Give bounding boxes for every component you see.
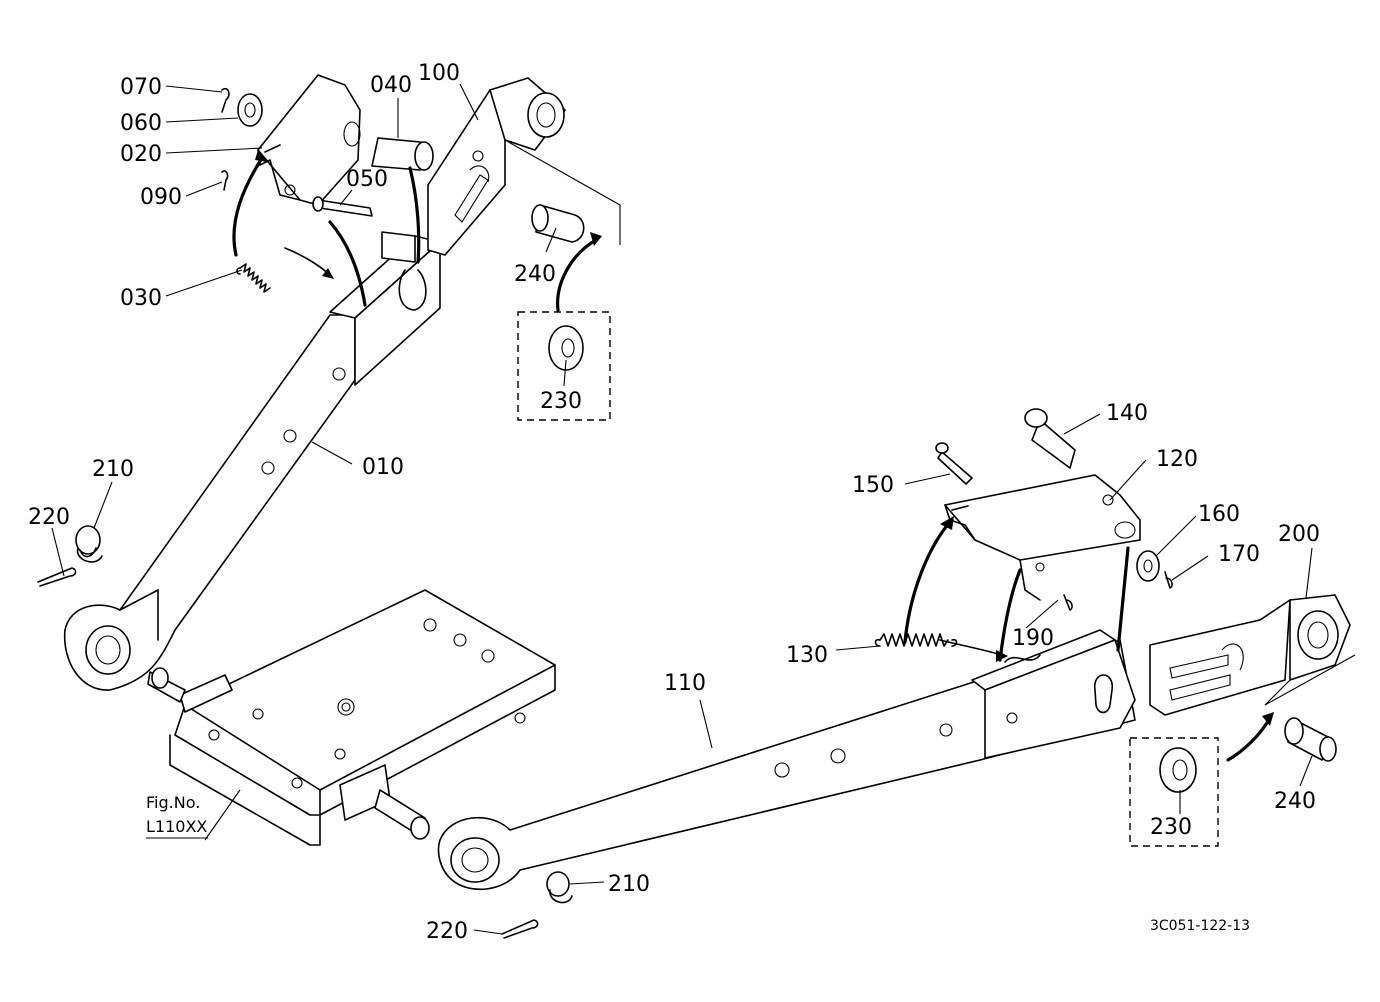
- cotter-pin-090: [221, 170, 229, 191]
- label-230-right: 230: [1150, 815, 1192, 840]
- pin-210-bottom: [546, 871, 573, 904]
- label-210-left: 210: [92, 457, 134, 482]
- washer-060: [237, 93, 263, 127]
- label-120: 120: [1156, 447, 1198, 472]
- hitch-bracket: [147, 589, 556, 846]
- hitch-stud-left: [147, 667, 186, 703]
- washer-160: [1136, 550, 1160, 582]
- spring-030: [236, 263, 271, 293]
- bushing-240-right: [1284, 717, 1337, 762]
- cotter-pin-170: [1164, 571, 1173, 589]
- label-040: 040: [370, 73, 412, 98]
- figure-ref-line2: L110XX: [146, 817, 207, 836]
- pin-150: [935, 442, 973, 485]
- clip-220-left: [37, 567, 77, 587]
- label-240-left: 240: [514, 262, 556, 287]
- spring-130: [874, 633, 958, 647]
- lower-link-left: [63, 231, 441, 691]
- bushing-240-left: [531, 204, 585, 243]
- label-070: 070: [120, 75, 162, 100]
- lower-link-right: [437, 629, 1136, 891]
- washer-230-box-left: [517, 311, 611, 421]
- label-190: 190: [1012, 626, 1054, 651]
- drawing-code: 3C051-122-13: [1150, 918, 1250, 934]
- cotter-pin-070: [221, 87, 230, 113]
- label-150: 150: [852, 473, 894, 498]
- hitch-stud-right: [374, 789, 430, 840]
- label-210-bottom: 210: [608, 872, 650, 897]
- label-110: 110: [664, 671, 706, 696]
- label-050: 050: [346, 167, 388, 192]
- label-030: 030: [120, 286, 162, 311]
- label-220-bottom: 220: [426, 919, 468, 944]
- label-140: 140: [1106, 401, 1148, 426]
- leader-lines: [51, 83, 1313, 935]
- clip-220-bottom: [501, 919, 539, 939]
- label-200: 200: [1278, 522, 1320, 547]
- label-060: 060: [120, 111, 162, 136]
- label-230-left: 230: [540, 389, 582, 414]
- label-100: 100: [418, 61, 460, 86]
- pin-140: [1024, 408, 1076, 469]
- label-220-left: 220: [28, 505, 70, 530]
- figure-ref-line1: Fig.No.: [146, 793, 200, 812]
- label-020: 020: [120, 142, 162, 167]
- washer-230-box-right: [1129, 737, 1219, 847]
- label-240-right: 240: [1274, 789, 1316, 814]
- label-160: 160: [1198, 502, 1240, 527]
- pin-040: [371, 137, 434, 171]
- latch-plate-left: [257, 74, 361, 206]
- pin-050: [312, 196, 373, 217]
- cotter-pin-190: [1063, 594, 1073, 611]
- label-170: 170: [1218, 542, 1260, 567]
- end-plate-200: [1149, 594, 1356, 716]
- pin-210-left: [75, 525, 103, 563]
- end-plate-100: [427, 77, 621, 256]
- label-010: 010: [362, 455, 404, 480]
- latch-plate-120: [944, 474, 1141, 601]
- label-090: 090: [140, 185, 182, 210]
- assembly-arrows: [232, 150, 1274, 762]
- label-130: 130: [786, 643, 828, 668]
